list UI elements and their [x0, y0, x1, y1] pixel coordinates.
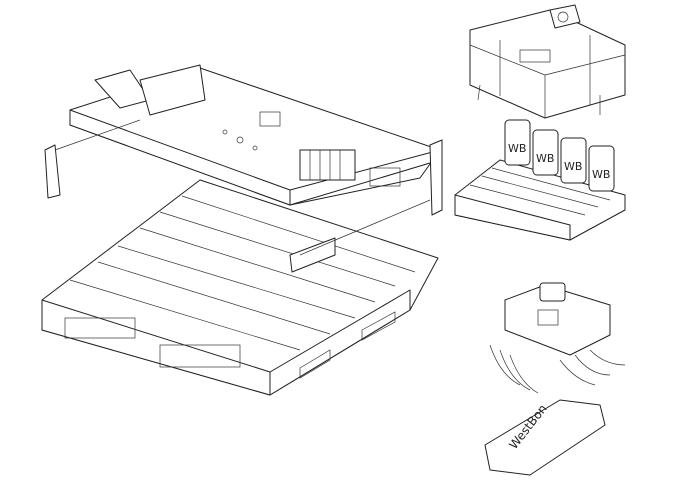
canister: [504, 119, 531, 166]
gripper-frame: [469, 4, 626, 119]
gripper-plate: [44, 64, 443, 273]
pallet-with-canisters: WB WB WB WB: [454, 119, 626, 241]
canister-label: WB: [592, 168, 610, 181]
canister: [560, 137, 587, 184]
canister-label: WB: [508, 142, 526, 155]
canister: [532, 129, 559, 176]
canister: [588, 145, 615, 192]
bag-gripper: WestBon: [484, 282, 626, 476]
main-pallet: [41, 179, 439, 396]
canister-label: WB: [564, 160, 582, 173]
canister-label: WB: [536, 152, 554, 165]
